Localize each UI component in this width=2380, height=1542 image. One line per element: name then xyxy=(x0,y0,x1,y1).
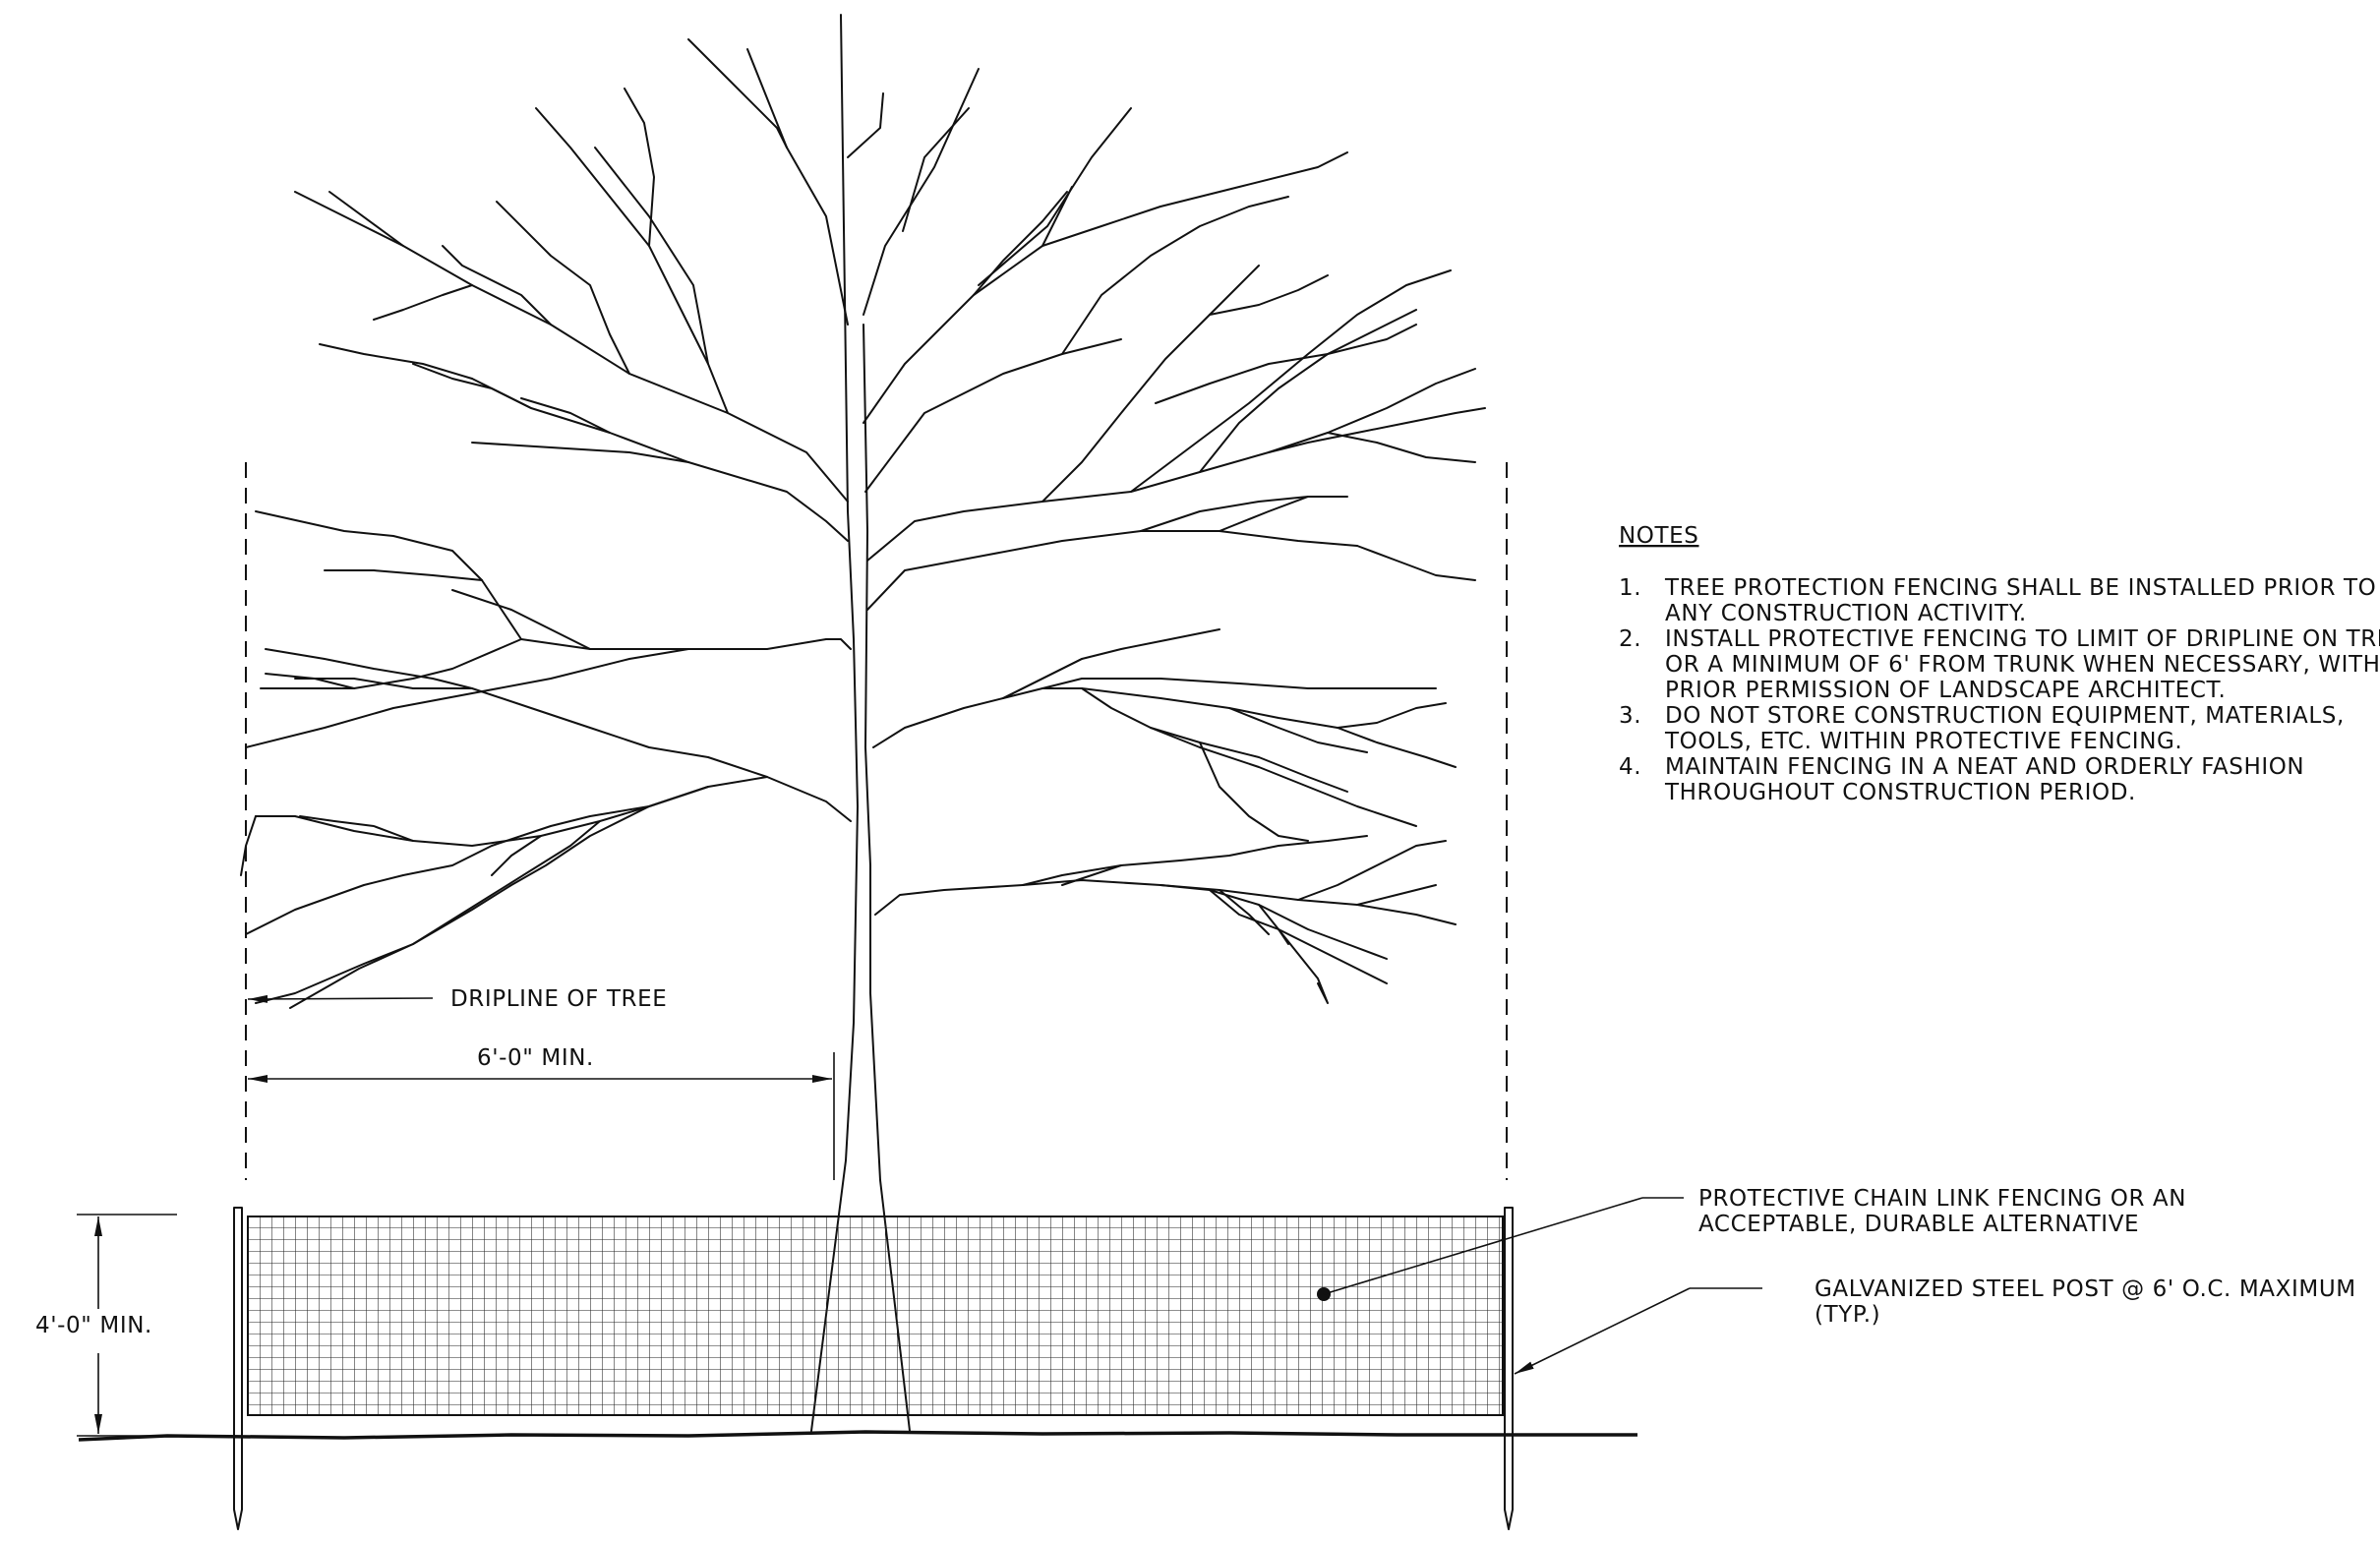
tree-trunk-right xyxy=(863,324,911,1432)
dripline-leader xyxy=(247,994,434,1003)
note-2-line-2: OR A MINIMUM OF 6' FROM TRUNK WHEN NECES… xyxy=(1665,652,2380,678)
note-2-line-3: PRIOR PERMISSION OF LANDSCAPE ARCHITECT. xyxy=(1665,678,2226,703)
note-3-line-2: TOOLS, ETC. WITHIN PROTECTIVE FENCING. xyxy=(1664,729,2182,754)
distance-dimension xyxy=(248,1052,835,1180)
tree-branches xyxy=(240,38,1486,1009)
post-label-line1: GALVANIZED STEEL POST @ 6' O.C. MAXIMUM xyxy=(1815,1276,2356,1302)
fence-post-left xyxy=(233,1207,243,1530)
note-3-number: 3. xyxy=(1619,703,1641,729)
dripline-label: DRIPLINE OF TREE xyxy=(450,986,667,1012)
note-1-line-2: ANY CONSTRUCTION ACTIVITY. xyxy=(1665,601,2027,626)
fence-post-right xyxy=(1504,1207,1514,1530)
fencing-leader xyxy=(1317,1197,1684,1301)
note-3-line-1: DO NOT STORE CONSTRUCTION EQUIPMENT, MAT… xyxy=(1665,703,2345,729)
fencing-label-line2: ACCEPTABLE, DURABLE ALTERNATIVE xyxy=(1698,1212,2139,1237)
height-label: 4'-0" MIN. xyxy=(35,1313,152,1338)
height-dimension xyxy=(77,1214,177,1437)
tree-trunk xyxy=(810,14,859,1432)
note-4-line-2: THROUGHOUT CONSTRUCTION PERIOD. xyxy=(1664,780,2136,805)
notes-block: NOTES 1. TREE PROTECTION FENCING SHALL B… xyxy=(1619,523,2380,805)
note-2-line-1: INSTALL PROTECTIVE FENCING TO LIMIT OF D… xyxy=(1665,626,2380,652)
ground-line xyxy=(78,1430,1637,1442)
notes-heading: NOTES xyxy=(1619,523,1699,549)
post-leader xyxy=(1514,1287,1762,1375)
note-1-number: 1. xyxy=(1619,575,1641,601)
fencing-label-line1: PROTECTIVE CHAIN LINK FENCING OR AN xyxy=(1698,1186,2186,1212)
note-2-number: 2. xyxy=(1619,626,1641,652)
chain-link-fence-mesh xyxy=(247,1216,1504,1416)
distance-label: 6'-0" MIN. xyxy=(477,1045,594,1071)
tree xyxy=(240,14,1486,1432)
post-label-line2: (TYP.) xyxy=(1815,1302,1880,1328)
note-1-line-1: TREE PROTECTION FENCING SHALL BE INSTALL… xyxy=(1664,575,2376,601)
note-4-line-1: MAINTAIN FENCING IN A NEAT AND ORDERLY F… xyxy=(1665,754,2304,780)
note-4-number: 4. xyxy=(1619,754,1641,780)
